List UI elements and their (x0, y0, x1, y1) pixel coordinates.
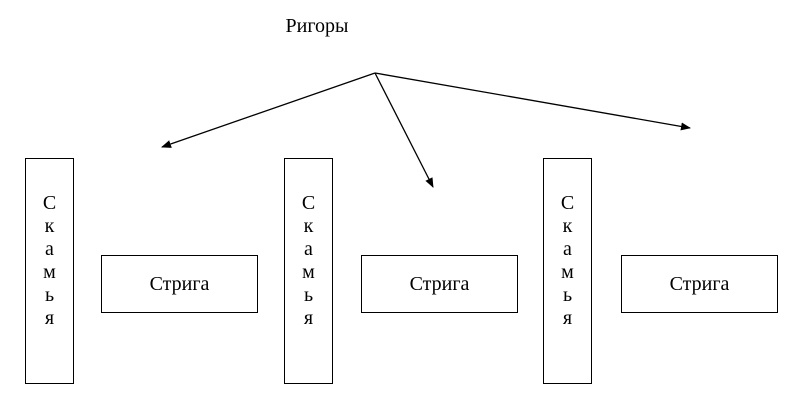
arrow-right (374, 72, 691, 131)
bench-box-1: С к а м ь я (25, 158, 74, 384)
bench-letter: ь (303, 284, 314, 306)
bench-letter: я (44, 307, 55, 329)
bench-letter: к (562, 215, 573, 237)
bench-box-3: С к а м ь я (543, 158, 592, 384)
strip-box-1: Стрига (101, 255, 258, 313)
strip-label: Стрига (409, 273, 470, 295)
strip-label: Стрига (669, 273, 730, 295)
bench-letter: С (560, 192, 575, 214)
bench-letter: С (42, 192, 57, 214)
bench-letter: а (304, 238, 313, 260)
bench-letter: ь (562, 284, 573, 306)
bench-letter: к (303, 215, 314, 237)
bench-letter: я (562, 307, 573, 329)
strip-box-3: Стрига (621, 255, 778, 313)
arrow-center (374, 72, 434, 188)
strip-label: Стрига (149, 273, 210, 295)
bench-letter: м (302, 261, 315, 283)
bench-letter: а (563, 238, 572, 260)
strip-box-2: Стрига (361, 255, 518, 313)
bench-letter: м (43, 261, 56, 283)
bench-letter: м (561, 261, 574, 283)
bench-letter: ь (44, 284, 55, 306)
bench-letter: к (44, 215, 55, 237)
bench-letter: а (45, 238, 54, 260)
bench-box-2: С к а м ь я (284, 158, 333, 384)
arrow-left (161, 72, 376, 148)
root-label: Ригоры (285, 15, 349, 37)
bench-letter: я (303, 307, 314, 329)
bench-letter: С (301, 192, 316, 214)
